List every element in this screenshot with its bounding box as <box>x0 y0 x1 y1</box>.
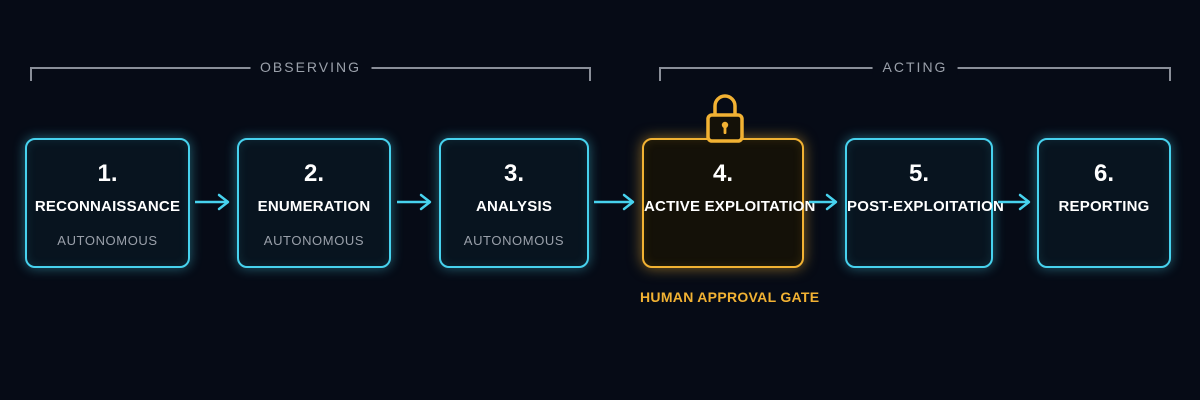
step-box-reporting: 6. REPORTING <box>1037 138 1171 268</box>
step-name: ENUMERATION <box>257 198 371 215</box>
lock-icon <box>706 94 744 143</box>
arrow-right-icon <box>397 193 432 211</box>
arrow-right-icon <box>809 193 838 211</box>
phase-bracket-observing: OBSERVING <box>30 59 591 81</box>
step-number: 2. <box>303 160 324 187</box>
arrow-right-icon <box>594 193 635 211</box>
step-mode: AUTONOMOUS <box>57 233 158 248</box>
human-approval-gate-label: HUMAN APPROVAL GATE <box>640 289 820 305</box>
step-name: RECONNAISSANCE <box>34 198 181 215</box>
step-mode: AUTONOMOUS <box>463 233 565 248</box>
step-name: ACTIVE EXPLOITATION <box>644 198 816 215</box>
step-name: POST-EXPLOITATION <box>847 198 1005 215</box>
arrow-right-icon <box>195 193 230 211</box>
step-box-post-exploitation: 5. POST-EXPLOITATION <box>845 138 1005 268</box>
step-number: 3. <box>503 160 524 187</box>
step-box-reconnaissance: 1. RECONNAISSANCE AUTONOMOUS <box>25 138 190 268</box>
step-name: REPORTING <box>1058 198 1150 215</box>
step-box-active-exploitation: 4. ACTIVE EXPLOITATION <box>642 138 816 268</box>
phase-bracket-acting: ACTING <box>659 59 1171 81</box>
phase-label-acting: ACTING <box>872 59 958 75</box>
step-number: 1. <box>97 160 118 187</box>
step-mode: AUTONOMOUS <box>263 233 365 248</box>
step-number: 6. <box>1093 160 1114 187</box>
step-number: 4. <box>712 160 733 187</box>
step-name: ANALYSIS <box>475 198 553 215</box>
phase-label-observing: OBSERVING <box>250 59 371 75</box>
step-box-analysis: 3. ANALYSIS AUTONOMOUS <box>439 138 589 268</box>
step-box-enumeration: 2. ENUMERATION AUTONOMOUS <box>237 138 391 268</box>
step-number: 5. <box>908 160 929 187</box>
arrow-right-icon <box>998 193 1031 211</box>
